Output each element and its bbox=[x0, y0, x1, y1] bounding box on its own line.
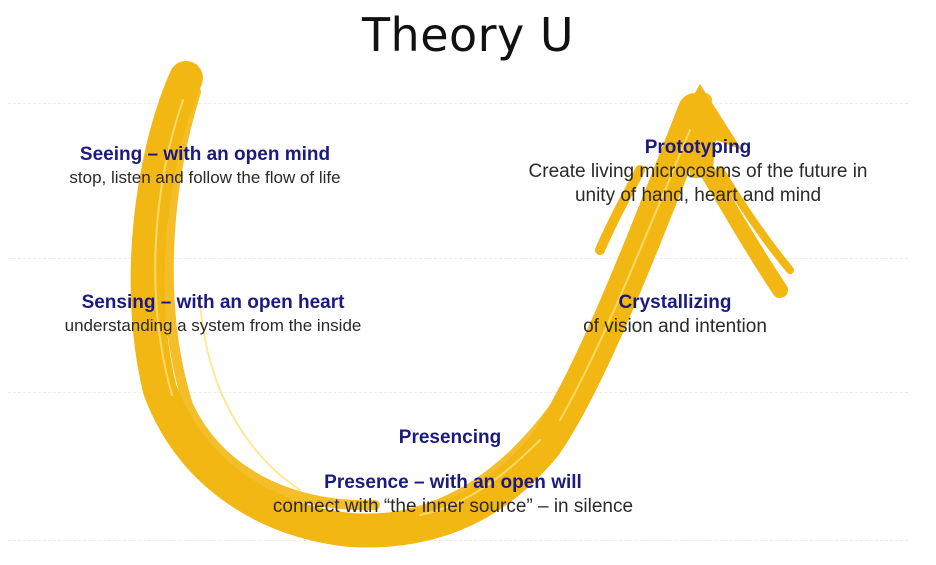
stage-prototyping-text-line1: Create living microcosms of the future i… bbox=[528, 160, 868, 182]
stage-presence-text: connect with “the inner source” – in sil… bbox=[272, 495, 634, 517]
stage-sensing: Sensing – with an open heart understandi… bbox=[28, 291, 398, 336]
guide-line bbox=[8, 392, 908, 393]
stage-sensing-heading: Sensing – with an open heart bbox=[81, 292, 345, 313]
stage-prototyping: Prototyping Create living microcosms of … bbox=[498, 136, 898, 207]
stage-seeing-heading: Seeing – with an open mind bbox=[79, 144, 331, 165]
stage-seeing: Seeing – with an open mind stop, listen … bbox=[40, 143, 370, 188]
stage-crystallizing-text: of vision and intention bbox=[583, 315, 767, 337]
guide-line bbox=[8, 540, 908, 541]
stage-prototyping-text-line2: unity of hand, heart and mind bbox=[574, 184, 822, 206]
stage-prototyping-heading: Prototyping bbox=[644, 137, 752, 158]
guide-line bbox=[8, 258, 908, 259]
stage-crystallizing: Crystallizing of vision and intention bbox=[555, 291, 795, 339]
stage-presencing: Presencing bbox=[370, 426, 530, 450]
stage-presence: Presence – with an open will connect wit… bbox=[238, 471, 668, 519]
stage-seeing-text: stop, listen and follow the flow of life bbox=[69, 167, 341, 187]
stage-presence-heading: Presence – with an open will bbox=[324, 472, 582, 493]
arrow-head bbox=[668, 84, 742, 178]
stage-crystallizing-heading: Crystallizing bbox=[618, 292, 732, 313]
diagram-title: Theory U bbox=[361, 8, 575, 62]
guide-line bbox=[8, 103, 908, 104]
stage-presencing-heading: Presencing bbox=[398, 427, 502, 448]
arrow-texture bbox=[154, 99, 691, 516]
stage-sensing-text: understanding a system from the inside bbox=[64, 315, 362, 335]
